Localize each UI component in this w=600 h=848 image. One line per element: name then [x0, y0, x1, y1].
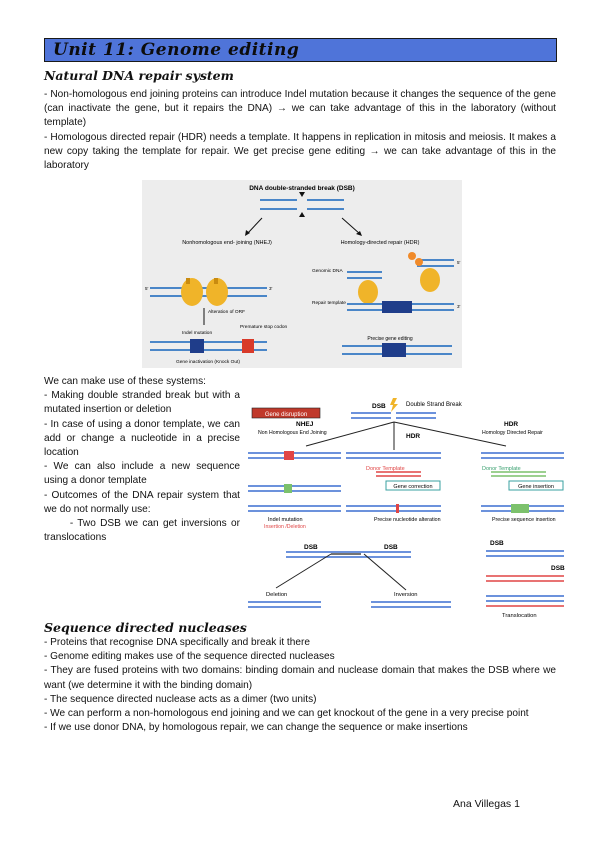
- gene-insertion-label: Gene insertion: [518, 484, 554, 490]
- paragraph-nhej: - Non-homologous end joining proteins ca…: [44, 89, 556, 129]
- alteration-label: Alteration of ORF: [208, 309, 245, 315]
- hdr-right-strands: [481, 452, 564, 513]
- hdr-center-strands: [346, 452, 441, 513]
- dsb-label-translocation-1: DSB: [490, 540, 504, 547]
- nhej-heading: NHEJ: [296, 421, 314, 428]
- indel-mutation-label-2: Indel mutation: [268, 517, 303, 523]
- precise-sequence-label: Precise sequence insertion: [492, 517, 556, 523]
- hdr-complex: [347, 252, 454, 313]
- translocation-label: Translocation: [502, 613, 537, 619]
- dsb-label-translocation-2: DSB: [551, 565, 565, 572]
- usage-intro: We can make use of these systems:: [44, 376, 206, 387]
- gene-correction-label: Gene correction: [393, 484, 432, 490]
- paragraph-hdr: - Homologous directed repair (HDR) needs…: [44, 131, 556, 172]
- insertion-deletion-label: Insertion /Deletion: [264, 524, 306, 530]
- usage-item-4: - Outcomes of the DNA repair system that…: [44, 489, 240, 515]
- nhej-full-label: Non Homologous End Joining: [258, 430, 327, 436]
- usage-item-1: - Making double stranded break but with …: [44, 390, 240, 416]
- page-footer: Ana Villegas 1: [453, 798, 520, 810]
- dsb-repair-diagram: DNA double-stranded break (DSB) Nonhomol…: [145, 185, 461, 365]
- top-dsb-strands: [260, 192, 344, 217]
- dsb-label-right: DSB: [384, 544, 398, 551]
- hdr-full-label: Homology Directed Repair: [482, 430, 543, 436]
- lightning-icon: [390, 398, 398, 412]
- donor-template-label-2: Donor Template: [482, 466, 521, 472]
- dsb-label-top: DSB: [372, 403, 386, 410]
- donor-template-label-1: Donor Template: [366, 466, 405, 472]
- dsb-repair-figure: DNA double-stranded break (DSB) Nonhomol…: [142, 180, 462, 368]
- premature-stop-label: Premature stop codon: [240, 324, 288, 330]
- systems-usage-text: We can make use of these systems: - Maki…: [44, 375, 240, 545]
- deletion-label: Deletion: [266, 592, 287, 598]
- nuclease-item-1: - Proteins that recognise DNA specifical…: [44, 637, 310, 648]
- section-heading-dna-repair: Natural DNA repair system: [44, 68, 234, 83]
- unit-title: Unit 11: Genome editing: [53, 40, 300, 60]
- nhej-label: Nonhomologous end- joining (NHEJ): [182, 240, 272, 246]
- gene-disruption-label: Gene disruption: [265, 412, 307, 418]
- usage-item-2: - In case of using a donor template, we …: [44, 418, 240, 459]
- genome-editing-outcomes-figure: DSB Double Strand Break Gene disruption …: [246, 388, 566, 624]
- hdr-result-strands: [342, 343, 452, 357]
- section-heading-nucleases: Sequence directed nucleases: [44, 620, 247, 635]
- nhej-result-strands: [150, 339, 267, 353]
- fig1-title: DNA double-stranded break (DSB): [249, 185, 355, 192]
- nhej-complex: [150, 278, 267, 306]
- section-dna-repair-body: - Non-homologous end joining proteins ca…: [44, 88, 556, 173]
- usage-item-5: - Two DSB we can get inversions or trans…: [44, 518, 243, 544]
- nuclease-item-3: - They are fused proteins with two domai…: [44, 665, 556, 691]
- usage-item-3: - We can also include a new sequence usi…: [44, 461, 240, 487]
- nhej-column-strands: [248, 451, 341, 512]
- precise-editing-label: Precise gene editing: [367, 336, 413, 342]
- gene-disruption-banner: [251, 407, 321, 419]
- nuclease-item-6: - If we use donor DNA, by homologous rep…: [44, 722, 468, 734]
- inversion-label: Inversion: [394, 592, 418, 598]
- indel-mutation-label: Indel mutation: [182, 330, 212, 336]
- outcomes-diagram: DSB Double Strand Break Gene disruption …: [248, 398, 565, 619]
- nhej-3prime: 3': [269, 286, 273, 291]
- hdr-label: Homology-directed repair (HDR): [341, 240, 420, 246]
- repair-template-label: Repair template: [312, 300, 346, 306]
- hdr-heading-center: HDR: [406, 433, 420, 440]
- nuclease-item-2: - Genome editing makes use of the sequen…: [44, 651, 335, 663]
- gene-inactivation-label: Gene inactivation (Knock Out): [176, 359, 240, 365]
- nhej-5prime: 5': [145, 286, 149, 291]
- dsb-label-left: DSB: [304, 544, 318, 551]
- hdr-5prime: 5': [457, 260, 461, 265]
- hdr-heading-right: HDR: [504, 421, 518, 428]
- section-nucleases-body: - Proteins that recognise DNA specifical…: [44, 636, 556, 735]
- precise-nucleotide-label: Precise nucleotide alteration: [374, 517, 441, 523]
- nuclease-item-5: - We can perform a non-homologous end jo…: [44, 708, 529, 720]
- unit-title-bar: Unit 11: Genome editing: [44, 38, 557, 62]
- hdr-3prime: 3': [457, 304, 461, 309]
- genomic-dna-label: Genomic DNA: [312, 268, 343, 274]
- double-strand-break-label: Double Strand Break: [406, 402, 463, 408]
- nuclease-item-4: - The sequence directed nuclease acts as…: [44, 693, 317, 705]
